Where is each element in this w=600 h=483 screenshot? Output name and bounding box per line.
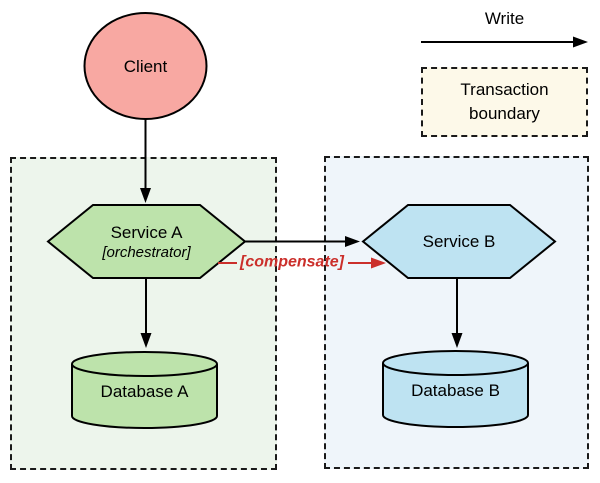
edge-client-to-service-a — [140, 119, 151, 203]
legend-write-label: Write — [484, 9, 525, 28]
service-a-node-shape — [46, 204, 247, 279]
write-arrow — [421, 36, 588, 48]
database-a-node-shape — [71, 351, 218, 429]
compensate-edge-label: [compensate] — [239, 253, 345, 271]
edge-compensate — [218, 257, 386, 269]
edge-service-a-to-service-b — [245, 236, 360, 247]
legend-transaction-boundary-label: Transaction boundary — [460, 80, 549, 123]
edge-service-b-to-database-b — [451, 278, 463, 348]
client-node-shape — [83, 12, 208, 120]
legend-transaction-boundary: Transaction boundary — [421, 67, 588, 137]
edge-service-a-to-database-a — [140, 278, 152, 348]
database-b-node-shape — [382, 350, 529, 428]
service-b-node-shape — [361, 204, 557, 279]
